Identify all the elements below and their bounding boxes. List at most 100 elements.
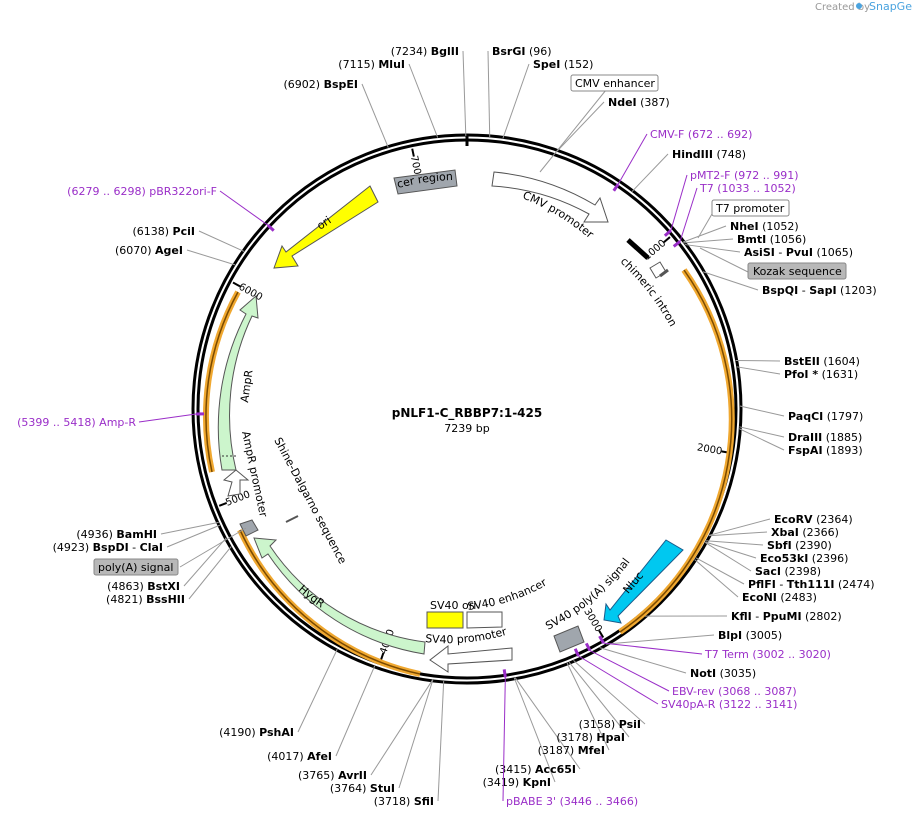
primer-mark-t7-term [598, 635, 605, 644]
ampr-promoter-feature[interactable] [222, 469, 250, 497]
primer-label-pbr322ori-f[interactable]: (6279 .. 6298) pBR322ori-F [67, 185, 217, 198]
site-labels: BsrGI (96)SpeI (152) NdeI (387) HindIII (7… [53, 45, 877, 808]
site-label-avrii[interactable]: (3765) AvrII [298, 769, 367, 782]
primer-label-pbabe-3[interactable]: pBABE 3' (3446 .. 3466) [506, 795, 638, 808]
site-line-bspqi [702, 271, 759, 291]
ori-feature[interactable] [273, 185, 379, 269]
site-label-mlui[interactable]: (7115) MluI [338, 58, 405, 71]
site-line-saci [704, 541, 752, 572]
site-label-afei[interactable]: (4017) AfeI [267, 750, 332, 763]
primer-label-cmv-f[interactable]: CMV-F (672 .. 692) [650, 128, 752, 141]
site-label-draiii[interactable]: DraIII (1885) [788, 431, 862, 444]
site-line-avrii [370, 679, 434, 776]
sv40-enhancer-feature[interactable] [466, 611, 503, 629]
site-label-bspqi[interactable]: BspQI - SapI (1203) [762, 284, 877, 297]
sv40-polya-feature[interactable] [553, 625, 585, 653]
tick-label-3000: 3000 [581, 607, 603, 634]
created-by-label: Created by [815, 2, 870, 13]
polya-signal-callout[interactable]: poly(A) signal [93, 527, 247, 576]
site-line-pcii [198, 230, 245, 252]
site-label-bsrgi[interactable]: BsrGI (96) [492, 45, 552, 58]
site-label-saci[interactable]: SacI (2398) [755, 565, 821, 578]
site-label-hindiii[interactable]: HindIII (748) [672, 148, 746, 161]
site-line-mlui [408, 63, 439, 138]
site-line-ndei [556, 101, 605, 152]
cer-region-feature[interactable] [393, 169, 458, 195]
site-label-eco53ki[interactable]: Eco53kI (2396) [760, 552, 848, 565]
site-label-econi[interactable]: EcoNI (2483) [742, 591, 817, 604]
primer-line-t7 [679, 187, 698, 242]
primer-label-t7[interactable]: T7 (1033 .. 1052) [699, 182, 796, 195]
ampr-feature[interactable] [217, 294, 259, 471]
cmv-enhancer-callout[interactable]: CMV enhancer [539, 74, 659, 173]
chimeric-intron-bar[interactable] [626, 238, 650, 260]
site-label-pfoi[interactable]: PfoI * (1631) [784, 368, 858, 381]
site-line-bspdi [166, 524, 221, 548]
primer-label-sv40pa-r[interactable]: SV40pA-R (3122 .. 3141) [661, 698, 797, 711]
site-label-sfii[interactable]: (3718) SfiI [374, 795, 434, 808]
primer-label-ebv-rev[interactable]: EBV-rev (3068 .. 3087) [672, 685, 797, 698]
site-label-noti[interactable]: NotI (3035) [690, 667, 756, 680]
orf-arc-ampr-inner [205, 291, 239, 473]
kozak-sequence-callout[interactable]: Kozak sequence [699, 247, 847, 280]
site-label-bspei[interactable]: (6902) BspEI [284, 78, 359, 91]
site-label-bglii[interactable]: (7234) BglII [391, 45, 459, 58]
primer-mark-pmt2-f [663, 229, 672, 237]
site-label-pflfi[interactable]: PflFI - Tth111I (2474) [748, 578, 875, 591]
primer-line-sv40pa-r [578, 655, 659, 705]
sv40-promoter-feature[interactable] [429, 644, 513, 673]
site-line-agei [186, 249, 236, 266]
site-label-ndei[interactable]: NdeI (387) [608, 96, 670, 109]
chimeric-intron-label: chimeric intron [618, 255, 680, 329]
primer-labels: CMV-F (672 .. 692)pMT2-F (972 .. 991)T7 … [17, 128, 831, 808]
site-label-agei[interactable]: (6070) AgeI [115, 244, 183, 257]
site-label-ecorv[interactable]: EcoRV (2364) [774, 513, 853, 526]
sv40-enhancer-label: SV40 enhancer [467, 576, 549, 613]
site-line-paqci [739, 405, 785, 417]
primer-label-pmt2-f[interactable]: pMT2-F (972 .. 991) [690, 169, 799, 182]
site-label-stui[interactable]: (3764) StuI [330, 782, 395, 795]
shine-dalgarno-mark[interactable] [285, 515, 299, 523]
site-label-bsshii[interactable]: (4821) BssHII [106, 593, 185, 606]
site-label-fspai[interactable]: FspAI (1893) [788, 444, 863, 457]
tick-3000 [598, 630, 605, 638]
primer-label-amp-r[interactable]: (5399 .. 5418) Amp-R [17, 416, 136, 429]
primer-line-cmv-f [617, 133, 648, 185]
site-label-bamhi[interactable]: (4936) BamHI [76, 528, 157, 541]
site-label-kpni[interactable]: (3419) KpnI [483, 776, 551, 789]
site-label-pshai[interactable]: (4190) PshAI [219, 726, 294, 739]
site-label-psii[interactable]: (3158) PsiI [579, 718, 641, 731]
site-line-acc65i [514, 677, 581, 770]
site-label-bspdi[interactable]: (4923) BspDI - ClaI [53, 541, 163, 554]
site-label-bsteii[interactable]: BstEII (1604) [784, 355, 860, 368]
site-line-bglii [462, 50, 467, 137]
site-label-blpi[interactable]: BlpI (3005) [718, 629, 782, 642]
site-label-hpai[interactable]: (3178) HpaI [556, 731, 625, 744]
site-label-sbfi[interactable]: SbfI (2390) [767, 539, 832, 552]
svg-text:chimeric intron: chimeric intron [618, 255, 680, 329]
site-line-xbai [708, 531, 768, 537]
site-label-asisi[interactable]: AsiSI - PvuI (1065) [744, 246, 853, 259]
intron-small-feature [649, 261, 667, 279]
site-label-acc65i[interactable]: (3415) Acc65I [495, 763, 576, 776]
primer-label-t7-term[interactable]: T7 Term (3002 .. 3020) [704, 648, 831, 661]
site-label-kfli[interactable]: KflI - PpuMI (2802) [731, 610, 842, 623]
t7-promoter-callout[interactable]: T7 promoter [697, 199, 790, 239]
nluc-feature[interactable] [603, 539, 684, 624]
svg-text:SV40 enhancer: SV40 enhancer [467, 576, 549, 613]
site-label-paqci[interactable]: PaqCI (1797) [788, 410, 863, 423]
site-label-bmti[interactable]: BmtI (1056) [737, 233, 806, 246]
site-label-bstxi[interactable]: (4863) BstXI [107, 580, 180, 593]
hygr-feature[interactable] [253, 537, 426, 655]
site-label-pcii[interactable]: (6138) PciI [132, 225, 195, 238]
polya-small-feature[interactable] [239, 519, 259, 537]
site-label-mfei[interactable]: (3187) MfeI [538, 744, 605, 757]
site-label-spei[interactable]: SpeI (152) [533, 58, 593, 71]
tick-1000 [663, 236, 671, 243]
site-label-nhei[interactable]: NheI (1052) [730, 220, 799, 233]
sv40-ori-feature[interactable] [426, 611, 464, 629]
cmv-promoter-feature[interactable] [491, 171, 609, 223]
cmv-enhancer-box-label: CMV enhancer [575, 77, 655, 90]
site-label-xbai[interactable]: XbaI (2366) [771, 526, 839, 539]
site-line-bspei [361, 83, 389, 148]
